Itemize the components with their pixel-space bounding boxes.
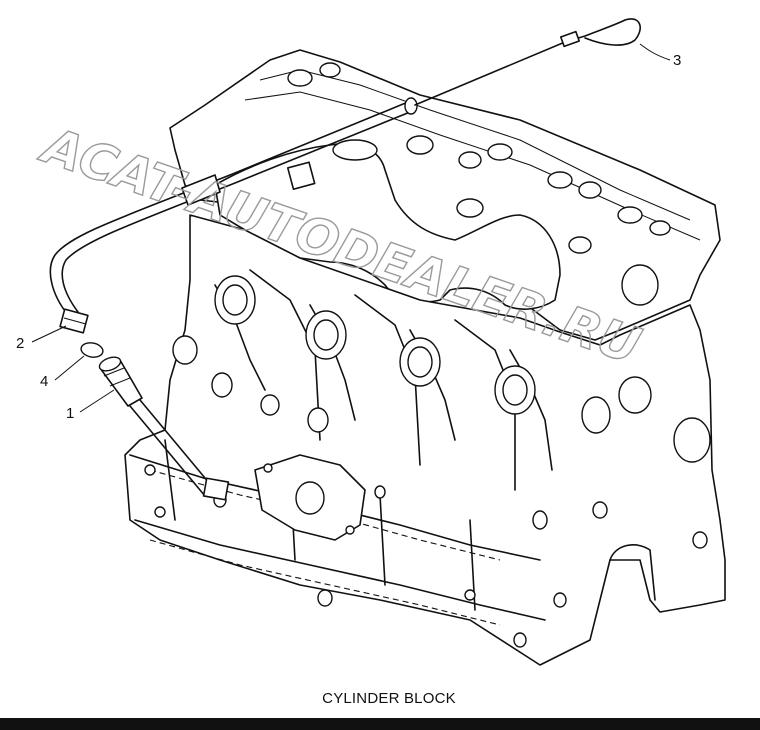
bottom-bar <box>0 718 760 730</box>
callout-2: 2 <box>16 325 67 352</box>
dipstick-handle <box>564 18 641 46</box>
callout-4: 4 <box>40 355 85 390</box>
dipstick-tube-assembly <box>49 18 641 501</box>
dipstick-rod <box>414 41 566 106</box>
callout-number: 3 <box>673 52 681 69</box>
head-bolt-bosses <box>287 62 671 254</box>
callout-3: 3 <box>639 43 681 69</box>
diagram-caption: CYLINDER BLOCK <box>322 690 456 707</box>
callout-number: 1 <box>66 405 74 422</box>
tube-nut <box>59 308 89 334</box>
o-ring <box>80 342 104 358</box>
callout-1: 1 <box>66 389 115 422</box>
engine-block <box>124 49 726 666</box>
block-body <box>124 214 726 666</box>
callout-number: 4 <box>40 373 48 390</box>
callout-number: 2 <box>16 335 24 352</box>
guide-fitting <box>98 356 143 407</box>
callouts: 2 4 1 3 <box>16 43 681 422</box>
